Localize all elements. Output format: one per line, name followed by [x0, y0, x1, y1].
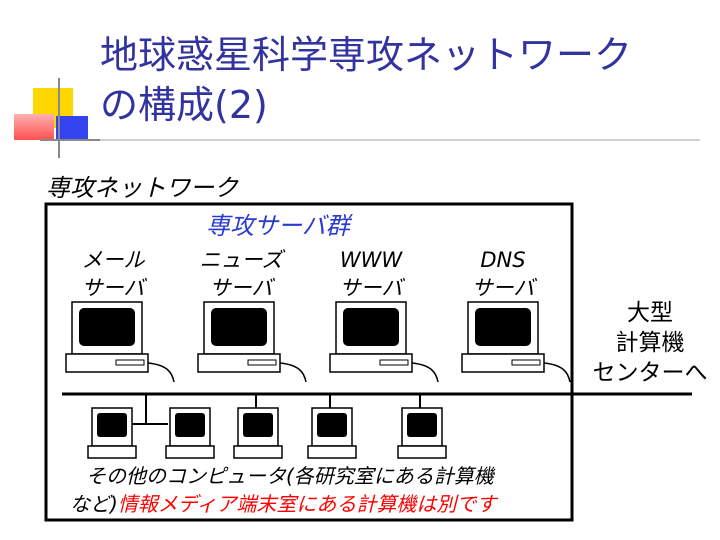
news-server-computer	[197, 301, 307, 383]
client-pc	[397, 407, 447, 459]
server-group-label: 専攻サーバ群	[206, 212, 350, 240]
server-label-dns: DNS サーバ	[448, 246, 558, 302]
www-server-computer	[329, 301, 439, 383]
server-label-line2: サーバ	[81, 276, 145, 300]
external-center-label: 大型 計算機 センターへ	[586, 298, 714, 388]
server-label-line1: WWW	[339, 248, 403, 272]
decoration-vertical-rule	[58, 78, 60, 158]
client-pc	[233, 407, 283, 459]
other-computers-note-line1: その他のコンピュータ(各研究室にある計算機	[86, 464, 494, 488]
client-pc	[307, 407, 357, 459]
external-label-line3: センターへ	[592, 360, 708, 386]
decoration-horizontal-rule	[40, 139, 100, 141]
server-label-line1: DNS	[480, 248, 526, 272]
external-label-line2: 計算機	[615, 330, 685, 356]
server-label-mail: メール サーバ	[58, 246, 168, 302]
client-pc	[165, 407, 215, 459]
external-label-line1: 大型	[627, 300, 673, 326]
slide-title: 地球惑星科学専攻ネットワーク の構成(2)	[100, 30, 700, 130]
note-highlight-text: 情報メディア端末室にある計算機は別です	[117, 492, 497, 516]
other-computers-note-line2: など)情報メディア端末室にある計算機は別です	[70, 488, 496, 517]
server-label-line1: ニューズ	[199, 248, 283, 272]
note-text: など)	[70, 492, 118, 516]
server-label-line1: メール	[81, 248, 145, 272]
mail-server-computer	[65, 301, 175, 383]
slide-title-line1: 地球惑星科学専攻ネットワーク	[100, 33, 633, 77]
server-label-line2: サーバ	[339, 276, 403, 300]
slide-title-line2: の構成(2)	[100, 83, 268, 127]
network-frame	[44, 202, 574, 522]
decoration-red-square	[14, 114, 54, 140]
decoration-blue-square	[56, 116, 88, 140]
dns-server-computer	[461, 301, 571, 383]
server-label-line2: サーバ	[471, 276, 535, 300]
server-label-www: WWW サーバ	[316, 246, 426, 302]
title-underline	[100, 139, 700, 141]
server-label-news: ニューズ サーバ	[186, 246, 296, 302]
server-label-line2: サーバ	[209, 276, 273, 300]
client-pc	[87, 407, 137, 459]
network-label: 専攻ネットワーク	[46, 174, 238, 202]
